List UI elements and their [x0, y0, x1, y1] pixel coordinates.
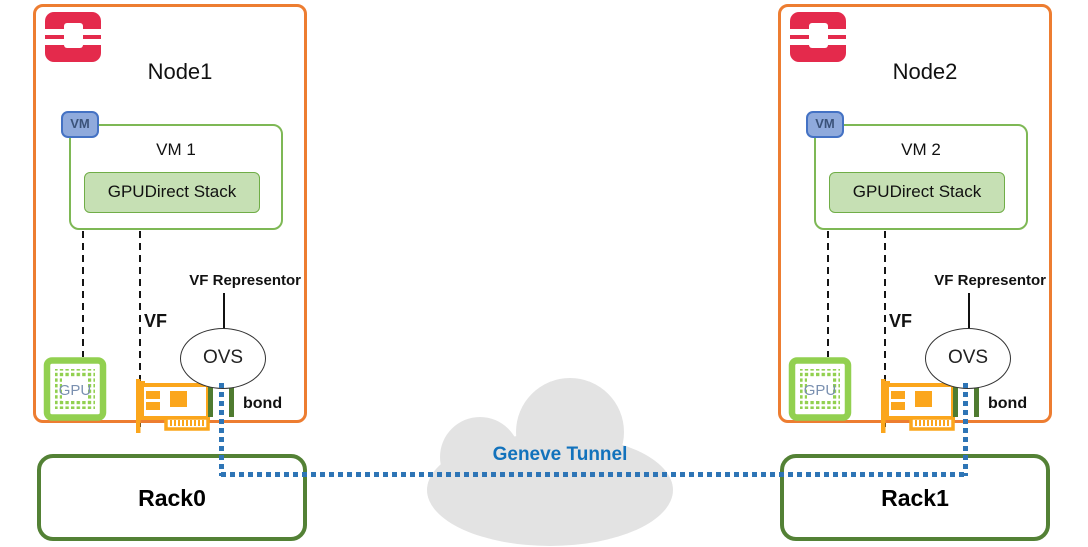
openstack-logo-stripe — [45, 29, 101, 35]
vf-dashed-line — [139, 231, 142, 427]
vf-representor-label: VF Representor — [934, 272, 1046, 289]
node1-title: Node1 — [147, 59, 213, 84]
rack0-box: Rack0 — [37, 454, 307, 541]
ovs-ellipse: OVS — [180, 328, 266, 389]
gpudirect-stack-box: GPUDirect Stack — [829, 172, 1005, 213]
vm1-title: VM 1 — [156, 140, 196, 159]
gpu-label: GPU — [59, 382, 92, 399]
rack0-label: Rack0 — [138, 485, 206, 511]
vf-dashed-line — [884, 231, 887, 427]
tunnel-line-right-vertical — [963, 383, 968, 476]
tunnel-line-left-vertical — [219, 383, 224, 476]
cloud-icon — [427, 378, 673, 546]
bond-label: bond — [988, 395, 1028, 412]
geneve-tunnel-label: Geneve Tunnel — [492, 444, 628, 465]
gpu-label: GPU — [804, 382, 837, 399]
vf-representor-label: VF Representor — [189, 272, 301, 289]
bond-link-bar — [229, 387, 234, 417]
openstack-logo-icon — [790, 12, 846, 62]
vm-badge-icon: VM — [61, 111, 99, 138]
node1-box: Node1 VM 1 GPUDirect Stack VM VF Represe… — [33, 4, 307, 433]
rack1-label: Rack1 — [881, 485, 949, 511]
ovs-ellipse: OVS — [925, 328, 1011, 389]
rack1-box: Rack1 — [780, 454, 1050, 541]
gpu-chip-icon: GPU — [788, 357, 852, 421]
nic-card-icon — [881, 379, 955, 433]
vf-label: VF — [144, 311, 168, 331]
vm2-box: VM 2 GPUDirect Stack — [814, 124, 1028, 230]
node2-box: Node2 VM 2 GPUDirect Stack VM VF Represe… — [778, 4, 1052, 433]
vf-representor-connector-line — [223, 293, 225, 330]
gpu-passthrough-dashed-line — [82, 231, 85, 357]
bond-link-bar — [208, 387, 213, 417]
tunnel-line-horizontal — [221, 472, 967, 477]
bond-link-bar — [974, 387, 979, 417]
openstack-logo-stripe — [45, 39, 101, 45]
gpu-passthrough-dashed-line — [827, 231, 830, 357]
vf-label: VF — [889, 311, 913, 331]
vm2-title: VM 2 — [901, 140, 941, 159]
bond-label: bond — [243, 395, 283, 412]
gpu-chip-icon: GPU — [43, 357, 107, 421]
nic-card-icon — [136, 379, 210, 433]
node2-title: Node2 — [892, 59, 958, 84]
openstack-logo-stripe — [790, 39, 846, 45]
bond-link-bar — [953, 387, 958, 417]
vf-representor-connector-line — [968, 293, 970, 330]
gpudirect-stack-box: GPUDirect Stack — [84, 172, 260, 213]
openstack-logo-stripe — [790, 29, 846, 35]
vm1-box: VM 1 GPUDirect Stack — [69, 124, 283, 230]
vm-badge-icon: VM — [806, 111, 844, 138]
openstack-logo-icon — [45, 12, 101, 62]
